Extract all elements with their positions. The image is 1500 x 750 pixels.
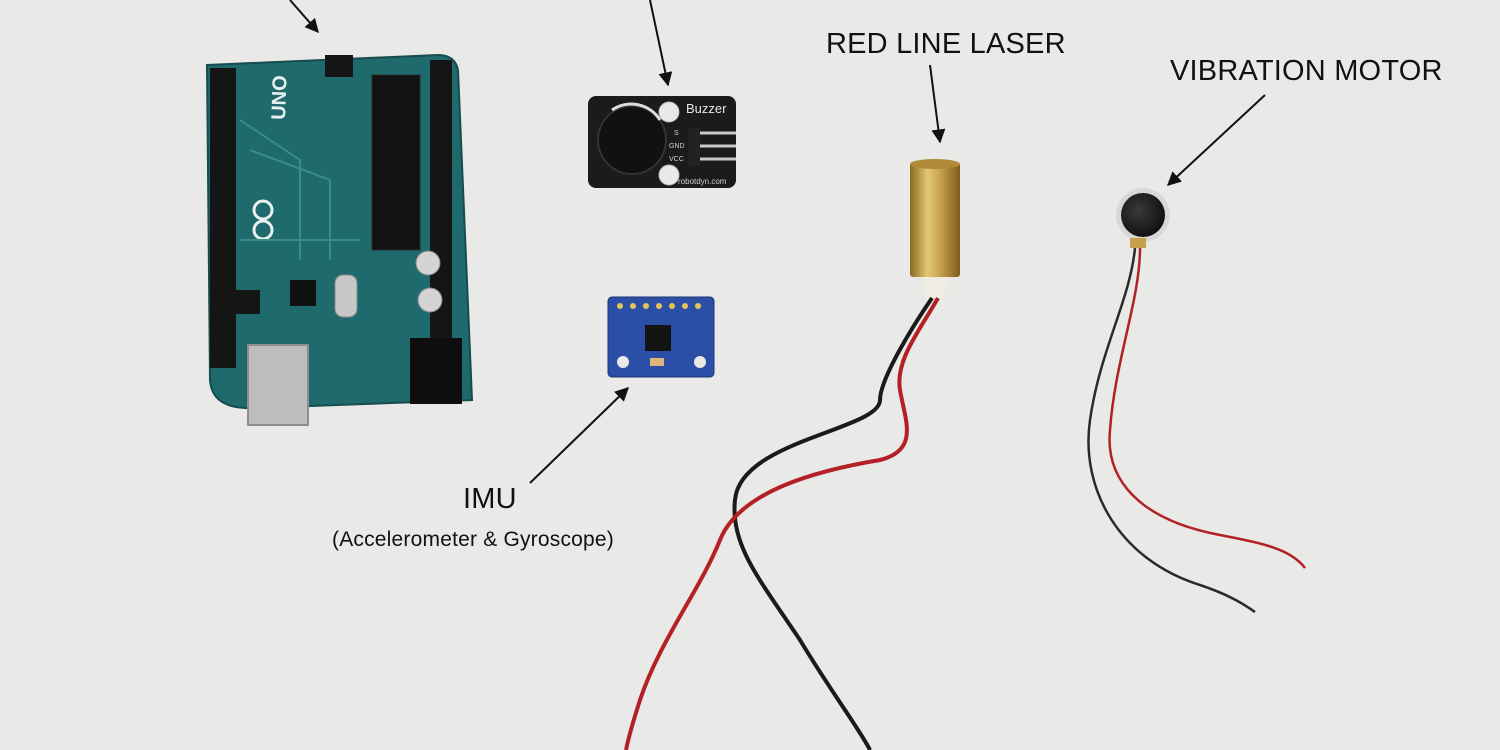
vibration-motor-label: VIBRATION MOTOR: [1170, 55, 1443, 87]
laser-red-wire: [624, 297, 940, 750]
imu-module: [607, 296, 715, 378]
arduino-uno-board: [205, 53, 474, 426]
imu-label: IMU: [463, 483, 517, 515]
arduino-model-text: UNO: [268, 75, 292, 120]
motor-pointer-arrow: [1166, 94, 1266, 186]
buzzer-pin-gnd: GND: [669, 143, 685, 150]
buzzer-label: Buzzer: [686, 101, 727, 116]
imu-pointer-arrow: [529, 387, 630, 484]
buzzer-pointer-arrow: [649, 0, 673, 87]
arduino-pointer-arrow: [289, 0, 319, 34]
buzzer-pin-s: S: [674, 130, 679, 137]
red-line-laser: [910, 159, 960, 298]
motor-red-wire: [1108, 247, 1306, 569]
vibration-motor: [1116, 188, 1170, 248]
laser-black-wire: [732, 296, 934, 750]
buzzer-module: [588, 96, 736, 188]
red-line-laser-label: RED LINE LASER: [826, 28, 1066, 60]
buzzer-url: robotdyn.com: [678, 177, 727, 186]
buzzer-pin-vcc: VCC: [669, 156, 684, 163]
laser-pointer-arrow: [929, 64, 946, 144]
motor-black-wire: [1087, 247, 1256, 614]
imu-sublabel: (Accelerometer & Gyroscope): [332, 528, 614, 551]
